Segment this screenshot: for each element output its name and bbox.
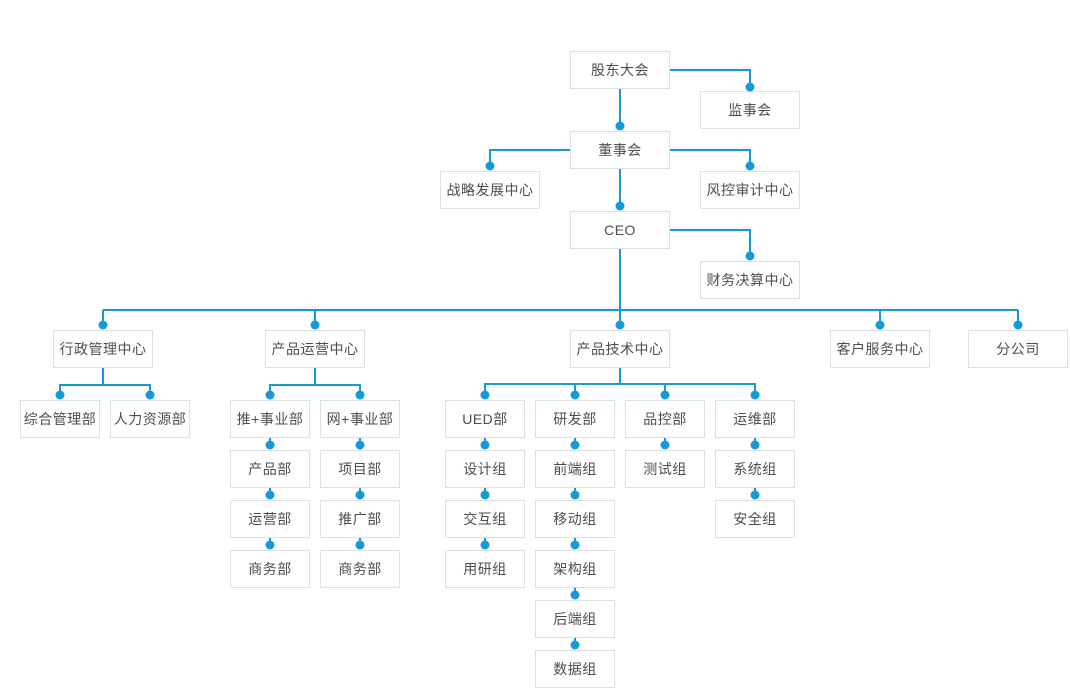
node-label: 安全组 [733,511,777,527]
node-label: 运营部 [248,511,292,527]
node-label: 董事会 [598,142,642,158]
node-label: 交互组 [463,511,507,527]
node-label: 系统组 [733,461,777,477]
node-ceo[interactable]: CEO [570,211,670,249]
node-financial-settlement-center[interactable]: 财务决算中心 [700,261,800,299]
node-design-group[interactable]: 设计组 [445,450,525,488]
node-label: 产品技术中心 [576,341,664,357]
node-strategic-development-center[interactable]: 战略发展中心 [440,171,540,209]
node-product-operation-center[interactable]: 产品运营中心 [265,330,365,368]
node-promotion-dept[interactable]: 推广部 [320,500,400,538]
node-general-management-dept[interactable]: 综合管理部 [20,400,100,438]
node-label: 项目部 [338,461,382,477]
node-frontend-group[interactable]: 前端组 [535,450,615,488]
node-label: 前端组 [553,461,597,477]
node-label: 研发部 [553,411,597,427]
node-risk-audit-center[interactable]: 风控审计中心 [700,171,800,209]
node-product-technology-center[interactable]: 产品技术中心 [570,330,670,368]
node-label: 分公司 [996,341,1040,357]
node-interaction-group[interactable]: 交互组 [445,500,525,538]
node-business-dept-tui[interactable]: 商务部 [230,550,310,588]
node-mobile-group[interactable]: 移动组 [535,500,615,538]
node-label: 网+事业部 [326,411,394,427]
node-label: CEO [604,222,636,238]
node-label: 财务决算中心 [706,272,794,288]
node-label: 运维部 [733,411,777,427]
node-label: 品控部 [643,411,687,427]
node-label: 商务部 [338,561,382,577]
node-supervisory-board[interactable]: 监事会 [700,91,800,129]
node-user-research-group[interactable]: 用研组 [445,550,525,588]
node-label: 人力资源部 [113,411,187,427]
node-label: 商务部 [248,561,292,577]
node-label: 数据组 [553,661,597,677]
node-rd-dept[interactable]: 研发部 [535,400,615,438]
node-architecture-group[interactable]: 架构组 [535,550,615,588]
node-label: 推广部 [338,511,382,527]
node-project-dept[interactable]: 项目部 [320,450,400,488]
node-human-resources-dept[interactable]: 人力资源部 [110,400,190,438]
node-label: 测试组 [643,461,687,477]
node-system-group[interactable]: 系统组 [715,450,795,488]
node-label: 监事会 [728,102,772,118]
node-product-dept[interactable]: 产品部 [230,450,310,488]
node-ops-dept[interactable]: 运维部 [715,400,795,438]
node-security-group[interactable]: 安全组 [715,500,795,538]
node-qc-dept[interactable]: 品控部 [625,400,705,438]
node-label: 风控审计中心 [706,182,794,198]
node-customer-service-center[interactable]: 客户服务中心 [830,330,930,368]
node-board-of-directors[interactable]: 董事会 [570,131,670,169]
node-tui-business-dept[interactable]: 推+事业部 [230,400,310,438]
node-label: 客户服务中心 [836,341,924,357]
node-label: 后端组 [553,611,597,627]
node-data-group[interactable]: 数据组 [535,650,615,688]
node-label: 架构组 [553,561,597,577]
node-admin-management-center[interactable]: 行政管理中心 [53,330,153,368]
node-wang-business-dept[interactable]: 网+事业部 [320,400,400,438]
node-label: 行政管理中心 [59,341,147,357]
node-label: 设计组 [463,461,507,477]
node-label: 用研组 [463,561,507,577]
node-branch-company[interactable]: 分公司 [968,330,1068,368]
node-label: 战略发展中心 [446,182,534,198]
node-label: 产品运营中心 [271,341,359,357]
node-label: 移动组 [553,511,597,527]
node-ued-dept[interactable]: UED部 [445,400,525,438]
node-testing-group[interactable]: 测试组 [625,450,705,488]
node-label: 综合管理部 [23,411,97,427]
node-operation-dept[interactable]: 运营部 [230,500,310,538]
node-label: 产品部 [248,461,292,477]
node-label: UED部 [462,411,508,427]
node-business-dept-wang[interactable]: 商务部 [320,550,400,588]
node-backend-group[interactable]: 后端组 [535,600,615,638]
node-label: 推+事业部 [236,411,304,427]
node-shareholders-meeting[interactable]: 股东大会 [570,51,670,89]
node-label: 股东大会 [591,62,649,78]
